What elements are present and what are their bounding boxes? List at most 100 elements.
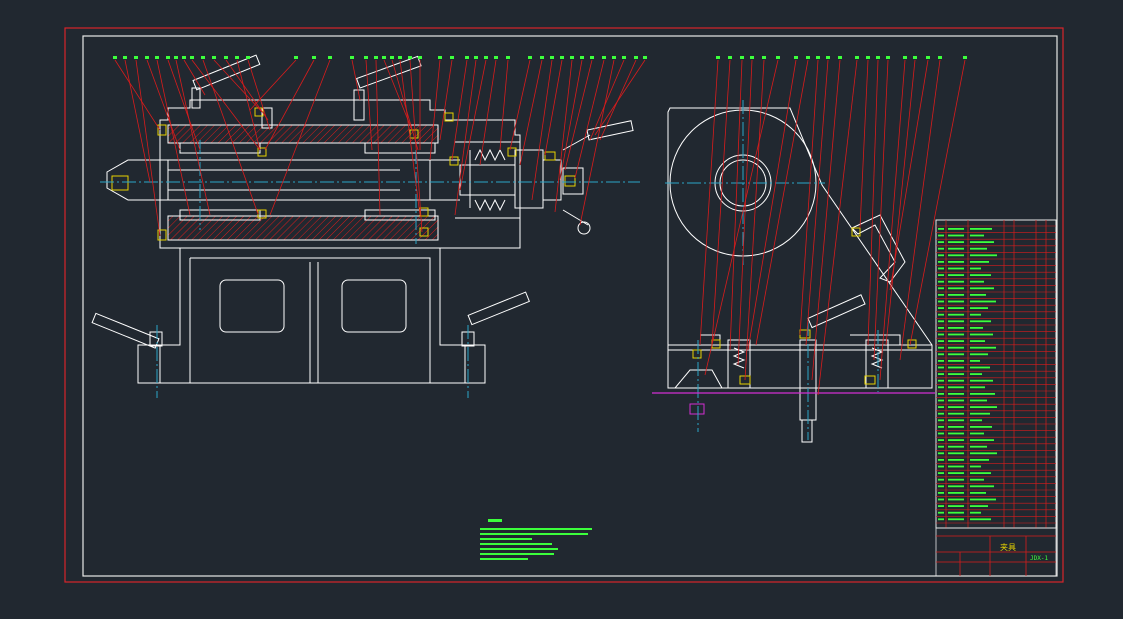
table-cell-mark [970, 366, 990, 369]
technical-requirements [480, 519, 592, 560]
table-cell-mark [948, 399, 964, 402]
part-number-mark [155, 56, 159, 59]
part-number-mark [740, 56, 744, 59]
leader-line [737, 59, 753, 366]
title-block [935, 527, 1057, 577]
leader-line [885, 59, 916, 346]
part-number-mark [350, 56, 354, 59]
table-cell-mark [948, 234, 964, 237]
table-cell-mark [938, 280, 944, 283]
leader-line [879, 59, 906, 381]
table-cell-mark [948, 320, 964, 323]
leader-line [124, 59, 151, 183]
table-cell-mark [948, 445, 964, 448]
table-cell-mark [970, 412, 990, 415]
part-number-mark [201, 56, 205, 59]
part-number-mark [938, 56, 942, 59]
part-number-mark [580, 56, 584, 59]
leader-line [499, 59, 509, 151]
leader-line [183, 59, 206, 96]
table-cell-mark [970, 426, 992, 428]
leader-line [509, 59, 531, 151]
table-cell-mark [938, 333, 944, 336]
table-cell-mark [970, 360, 980, 362]
table-cell-mark [938, 492, 944, 494]
leader-line [167, 59, 201, 151]
table-cell-mark [970, 287, 994, 290]
part-number-mark [374, 56, 378, 59]
part-number-mark [806, 56, 810, 59]
table-cell-mark [938, 432, 944, 435]
table-cell-mark [948, 472, 964, 474]
table-cell-mark [948, 432, 964, 435]
table-cell-mark [938, 366, 944, 369]
part-number-mark [212, 56, 216, 59]
leader-line [451, 59, 468, 161]
part-number-mark [602, 56, 606, 59]
leader-line [559, 59, 583, 181]
table-cell-mark [970, 247, 987, 250]
table-cell-mark [938, 261, 944, 263]
part-number-mark [312, 56, 316, 59]
part-number-mark [634, 56, 638, 59]
table-cell-mark [938, 412, 944, 415]
leader-line [202, 59, 259, 215]
part-number-mark [816, 56, 820, 59]
part-number-mark [540, 56, 544, 59]
leader-line [531, 59, 553, 201]
table-cell-mark [948, 366, 964, 369]
part-number-mark [182, 56, 186, 59]
part-number-mark [903, 56, 907, 59]
table-cell-mark [970, 320, 991, 323]
leader-line [544, 59, 563, 156]
table-cell-mark [938, 267, 944, 270]
table-cell-mark [948, 353, 964, 356]
part-number-mark [826, 56, 830, 59]
table-cell-mark [938, 406, 944, 408]
leader-line [859, 59, 869, 229]
table-cell-mark [970, 498, 996, 501]
table-cell-mark [970, 234, 984, 237]
table-cell-mark [970, 465, 981, 468]
part-number-mark [235, 56, 239, 59]
table-cell-mark [970, 459, 989, 461]
part-number-mark [728, 56, 732, 59]
table-cell-mark [970, 399, 987, 402]
table-cell-mark [970, 280, 984, 283]
table-cell-mark [970, 432, 984, 435]
table-cell-mark [938, 445, 944, 448]
table-cell-mark [948, 419, 964, 422]
part-number-mark [398, 56, 402, 59]
table-cell-mark [970, 327, 983, 329]
table-cell-mark [970, 373, 982, 375]
leader-line [579, 59, 615, 226]
notes-text-line [480, 533, 588, 535]
part-number-mark [408, 56, 412, 59]
table-cell-mark [938, 346, 944, 349]
table-cell-mark [970, 333, 993, 336]
table-cell-mark [970, 261, 989, 263]
table-cell-mark [970, 254, 997, 257]
leader-line [711, 59, 731, 346]
table-cell-mark [970, 300, 996, 303]
table-cell-mark [938, 518, 944, 521]
table-cell-mark [970, 294, 986, 296]
part-number-mark [465, 56, 469, 59]
part-number-mark [622, 56, 626, 59]
table-cell-mark [948, 478, 964, 481]
part-number-mark [926, 56, 930, 59]
leader-line [867, 59, 879, 346]
table-cell-mark [938, 241, 944, 243]
table-cell-mark [970, 307, 988, 309]
part-number-mark [382, 56, 386, 59]
notes-text-line [480, 538, 532, 540]
leader-line [564, 59, 593, 171]
part-number-mark [560, 56, 564, 59]
leader-line [269, 59, 331, 216]
table-cell-mark [948, 340, 964, 342]
table-cell-mark [948, 498, 964, 501]
table-cell-mark [948, 465, 964, 468]
part-number-mark [612, 56, 616, 59]
part-number-mark [364, 56, 368, 59]
leader-line [249, 59, 297, 111]
